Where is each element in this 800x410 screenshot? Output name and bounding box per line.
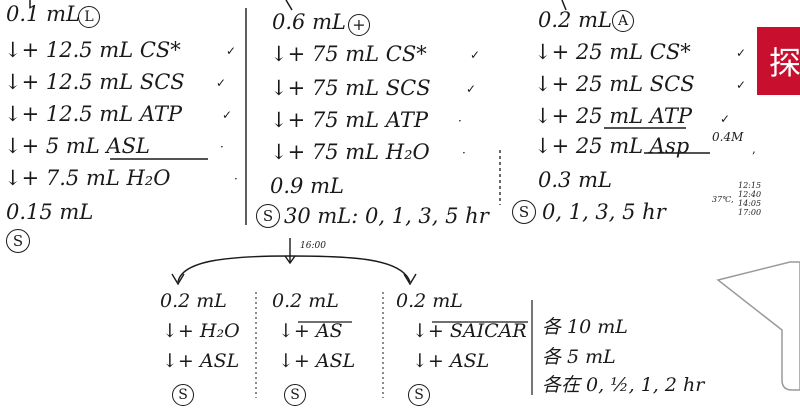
check-mark: ✓ [222, 108, 233, 122]
col2-line: ↓+ 75 mL H₂O [270, 140, 430, 164]
sub1-line: ↓+ H₂O [162, 320, 240, 342]
check-mark: , [752, 142, 756, 156]
sub2-line: ↓+ ASL [278, 350, 356, 372]
col2-footer-text: 30 mL: 0, 1, 3, 5 hr [284, 204, 489, 228]
sub3-line: ↓+ ASL [412, 350, 490, 372]
col3-line: ↓+ 25 mL SCS [534, 72, 695, 96]
col1-line: ↓+ 5 mL ASL [4, 134, 150, 158]
col1-line: ↓+ 12.5 mL ATP [4, 102, 182, 126]
col3-line: ↓+ 25 mL CS* [534, 40, 691, 64]
check-mark: ✓ [216, 76, 227, 90]
red-banner: 探 [757, 27, 800, 95]
col3-line: ↓+ 25 mL ATP [534, 104, 692, 128]
check-mark: · [220, 140, 224, 154]
col2-line: ↓+ 75 mL SCS [270, 76, 431, 100]
time-note-line: 17:00 [738, 208, 762, 217]
check-mark: ✓ [226, 44, 237, 58]
col1-total: 0.15 mL [6, 200, 94, 224]
asp-concentration: 0.4M [712, 130, 744, 144]
check-mark: · [462, 146, 466, 160]
sub3-header: 0.2 mL [396, 290, 463, 312]
col3-total: 0.3 mL [538, 168, 612, 192]
col3-line: ↓+ 25 mL Asp [534, 134, 690, 158]
check-mark: ✓ [736, 78, 747, 92]
check-mark: ✓ [470, 48, 481, 62]
time-note-line: 14:05 [738, 199, 762, 208]
col2-header: 0.6 mL [272, 10, 346, 34]
sub1-line: ↓+ ASL [162, 350, 240, 372]
branch-note: 各 10 mL [542, 316, 628, 338]
time-note-line: 12:40 [738, 190, 762, 199]
check-mark: ✓ [736, 46, 747, 60]
col3-footer-symbol: S [512, 200, 536, 224]
check-mark: · [458, 114, 462, 128]
col2-line: ↓+ 75 mL ATP [270, 108, 428, 132]
branch-time: 16:00 [300, 241, 326, 251]
col1-header-symbol: L [78, 6, 100, 28]
col3-footer-text: 0, 1, 3, 5 hr [542, 200, 666, 224]
time-note-line: 12:15 [738, 181, 762, 190]
col1-header: 0.1 mL [6, 2, 80, 26]
col2-total: 0.9 mL [270, 174, 344, 198]
sub1-footer-symbol: S [172, 384, 194, 406]
col1-footer-symbol: S [6, 229, 30, 253]
col1-line: ↓+ 12.5 mL SCS [4, 70, 185, 94]
col2-header-symbol: + [348, 14, 370, 36]
sub2-footer-symbol: S [284, 384, 306, 406]
time-note-temp: 37℃, [712, 195, 734, 204]
sub2-header: 0.2 mL [272, 290, 339, 312]
col3-header: 0.2 mL [538, 8, 612, 32]
col2-footer-symbol: S [256, 204, 280, 228]
col3-header-symbol: A [612, 10, 634, 32]
check-mark: · [234, 172, 238, 186]
check-mark: ✓ [466, 82, 477, 96]
branch-note: 各在 0, ½, 1, 2 hr [542, 374, 705, 396]
check-mark: ✓ [720, 112, 731, 126]
sub2-line: ↓+ AS [278, 320, 343, 342]
branch-note: 各 5 mL [542, 346, 616, 368]
sub3-line: ↓+ SAICAR [412, 320, 527, 342]
sub3-footer-symbol: S [408, 384, 430, 406]
col1-line: ↓+ 7.5 mL H₂O [4, 166, 171, 190]
col2-line: ↓+ 75 mL CS* [270, 42, 427, 66]
sub1-header: 0.2 mL [160, 290, 227, 312]
col1-line: ↓+ 12.5 mL CS* [4, 38, 181, 62]
